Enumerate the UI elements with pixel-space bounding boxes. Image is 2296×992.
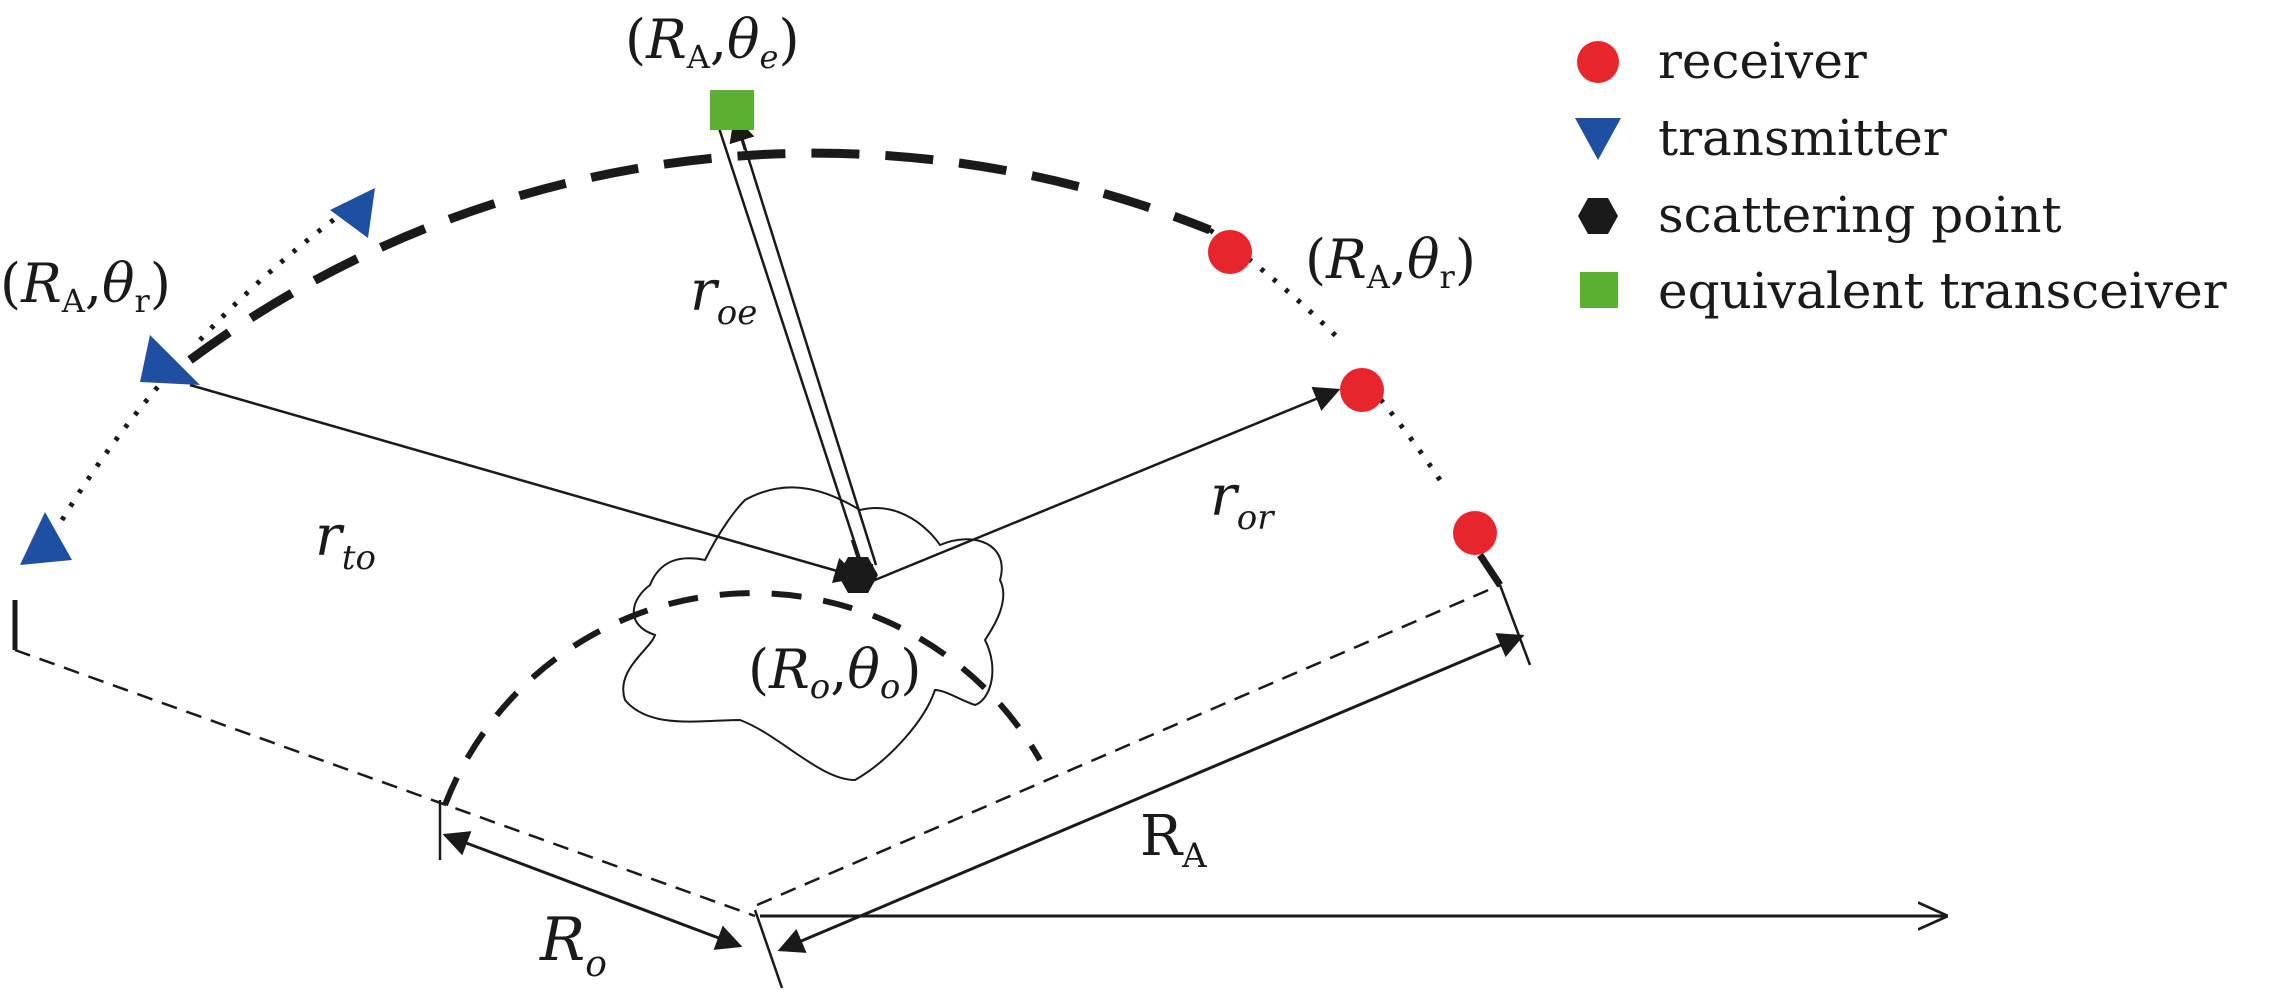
transmitter-position-label: (RA,θr) xyxy=(0,252,171,320)
outer-arc-receiver-side-lower xyxy=(1358,373,1443,482)
inner-arc-radius-Ro xyxy=(442,590,1043,807)
legend-equivalent-transceiver-label: equivalent transceiver xyxy=(1658,262,2227,320)
legend-transmitter-icon xyxy=(1575,118,1621,160)
path-equivalent-to-scatter-b xyxy=(736,124,878,566)
outer-arc-radius-RA xyxy=(187,148,1212,364)
path-scatter-to-receiver xyxy=(869,386,1341,584)
legend-transmitter-label: transmitter xyxy=(1658,109,1947,167)
equivalent-transceiver-marker xyxy=(710,90,754,130)
receiver-marker-top xyxy=(1208,230,1252,274)
equivalent-position-label: (RA,θe) xyxy=(625,8,800,76)
path-transmitter-to-scatter xyxy=(189,383,861,584)
RA-dimension-line xyxy=(777,633,1525,953)
receiver-position-label: (RA,θr) xyxy=(1305,228,1476,296)
legend-receiver-icon xyxy=(1577,41,1619,83)
transmitter-marker-middle xyxy=(140,335,200,385)
receiver-marker-middle xyxy=(1340,368,1384,412)
Ro-label: Ro xyxy=(539,905,607,985)
legend-scattering-point-label: scattering point xyxy=(1658,186,2062,244)
legend-scattering-point-icon xyxy=(1578,198,1618,234)
left-radial-boundary xyxy=(14,648,756,918)
RA-label: RA xyxy=(1140,804,1207,876)
transmitter-marker-bottom xyxy=(20,512,72,565)
transmitter-marker-top xyxy=(330,188,375,238)
origin-tick xyxy=(753,909,784,989)
scattering-region-outline xyxy=(622,486,1005,782)
legend-equivalent-transceiver-icon xyxy=(1580,272,1618,308)
r-to-label: rto xyxy=(315,504,376,578)
right-radial-boundary xyxy=(756,583,1501,907)
path-equivalent-to-scatter-a xyxy=(716,124,864,566)
legend: receiver transmitter scattering point eq… xyxy=(1575,32,2227,320)
outer-arc-right-end xyxy=(1477,553,1503,587)
scattering-point-marker xyxy=(838,557,878,593)
r-or-label: ror xyxy=(1210,464,1275,538)
Ro-dimension-line xyxy=(442,831,743,950)
outer-arc-left-dotted xyxy=(59,373,170,522)
legend-receiver-label: receiver xyxy=(1658,32,1867,90)
r-oe-label: roe xyxy=(690,259,757,333)
scatter-position-label: (Ro,θo) xyxy=(748,638,921,707)
RA-extension-tick xyxy=(1498,584,1532,666)
receiver-marker-bottom xyxy=(1453,511,1497,555)
